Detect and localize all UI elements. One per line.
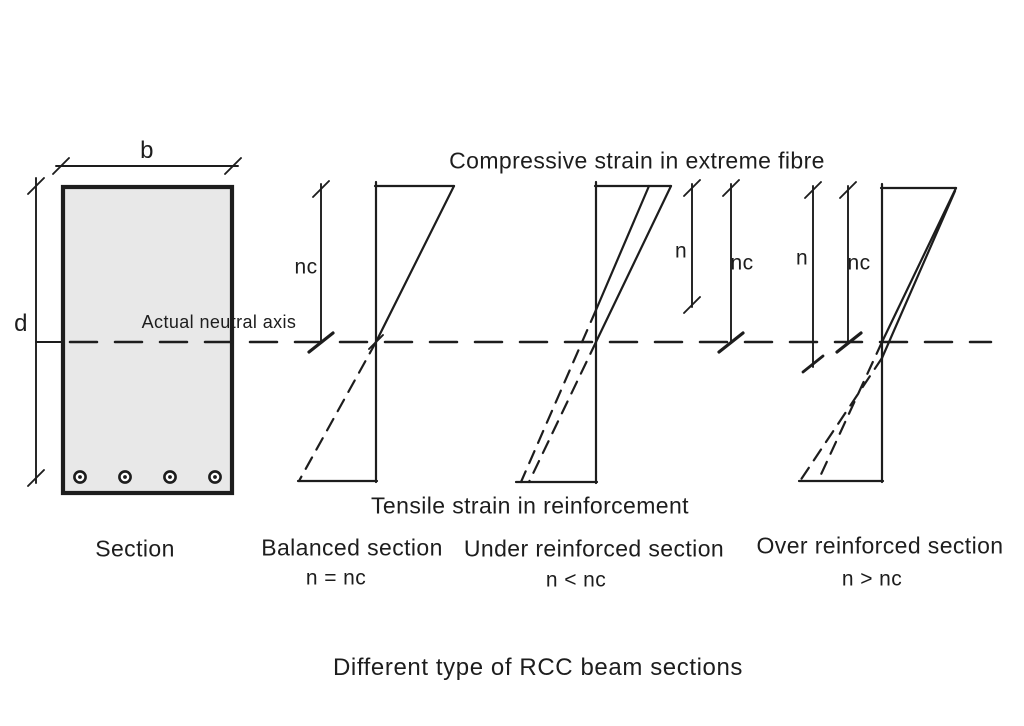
beam-section [60,184,235,496]
b-dimension-label: b [140,137,154,164]
compressive-strain-line-critical [880,186,958,344]
under-reinforced-label: Under reinforced section [463,535,725,562]
dimension-tick [683,179,701,197]
over-reinforced-strain-diagram [797,181,958,484]
nc-dim-label-over: nc [847,251,871,275]
tensile-strain-line-actual [519,308,598,484]
dimension-tick [312,180,330,198]
d-dimension-label: d [14,310,28,337]
dimension-tick [27,469,45,487]
dimension-tick-bold [307,331,335,354]
section-label: Section [95,535,175,562]
dimension-tick [683,296,701,314]
rebar-dot-center [123,475,127,479]
balanced-strain-diagram [296,180,456,484]
tensile-strain-line-critical [816,340,884,483]
dimension-tick [224,157,242,175]
rebar-dot-center [168,475,172,479]
dimension-tick [52,157,70,175]
dimension-tick [722,179,740,197]
balanced-section-label: Balanced section [261,534,443,561]
n-dim-label-over: n [795,246,809,270]
dimension-tick [839,181,857,199]
tensile-strain-line-actual [798,356,884,483]
compressive-strain-line-critical [594,184,673,344]
compressive-strain-line-actual [880,189,957,360]
dimension-tick [27,177,45,195]
dimension-tick [804,181,822,199]
compressive-strain-line-actual [594,184,651,312]
rebar-row [73,470,222,484]
axis-crossing-tick [368,334,384,350]
dimension-tick-bold [717,331,745,354]
dimension-tick-bold [801,354,825,374]
neutral-axis-label: Actual neutral axis [141,312,297,332]
nc-dimension [307,180,335,354]
under-reinforced-condition: n < nc [545,568,607,592]
compressive-strain-label: Compressive strain in extreme fibre [449,147,825,174]
compressive-strain-line [374,184,456,344]
dimension-b [52,157,242,175]
figure-title: Different type of RCC beam sections [332,654,744,681]
dimension-d [27,177,64,487]
nc-dim-label-under: nc [730,251,754,275]
nc-dimension [717,179,745,354]
nc-dimension [835,181,863,354]
beam-outline [60,184,235,496]
nc-dim-label-balanced: nc [294,255,318,279]
dimension-tick-bold [835,331,863,354]
rebar-dot-center [213,475,217,479]
n-dimension [801,181,825,374]
tensile-strain-line-critical [527,340,598,484]
rebar-dot-center [78,475,82,479]
under-reinforced-strain-diagram [514,179,745,485]
n-dim-label-under: n [674,239,688,263]
n-dimension [683,179,701,314]
over-reinforced-label: Over reinforced section [756,532,1004,559]
balanced-section-condition: n = nc [305,566,367,590]
over-reinforced-condition: n > nc [841,567,903,591]
tensile-strain-label: Tensile strain in reinforcement [371,492,689,519]
tensile-strain-line [297,340,378,483]
